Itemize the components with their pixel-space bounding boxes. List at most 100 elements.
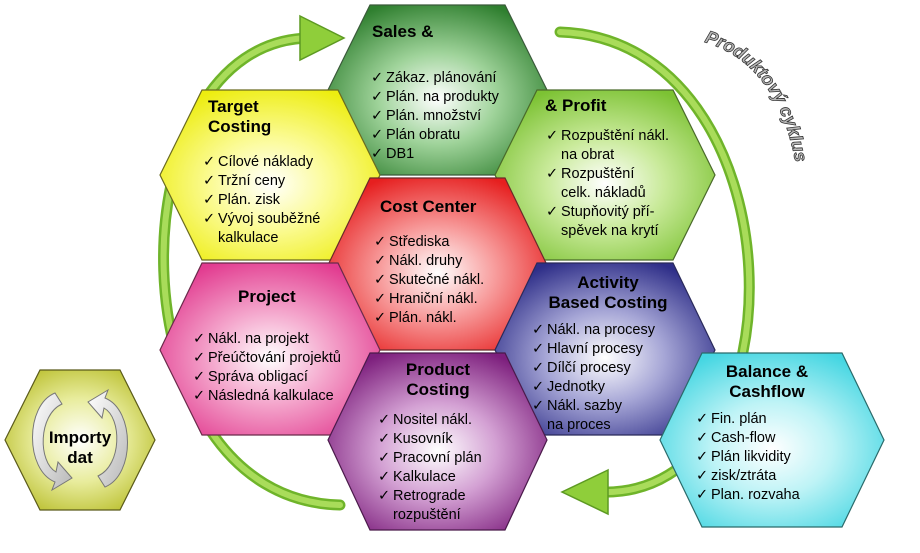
list-item: ✓Kusovník bbox=[378, 431, 453, 447]
check-icon: ✓ bbox=[696, 468, 709, 484]
cost-title: Cost Center bbox=[380, 197, 477, 216]
swirl-arrow-right-icon bbox=[87, 388, 128, 488]
check-icon: ✓ bbox=[203, 211, 216, 227]
list-item: ✓Stupňovitý pří- spěvek na krytí bbox=[546, 204, 659, 239]
check-icon: ✓ bbox=[203, 192, 216, 208]
profit-title: & Profit bbox=[545, 96, 607, 115]
target-list: ✓Cílové náklady ✓Tržní ceny ✓Plán. zisk … bbox=[203, 153, 320, 248]
cycle-arrowhead-top bbox=[299, 14, 346, 62]
list-item: ✓Hraniční nákl. bbox=[374, 291, 478, 307]
list-item: ✓Plán likvidity bbox=[696, 449, 791, 465]
activity-title: Activity Based Costing bbox=[548, 273, 668, 312]
profit-list: ✓Rozpuštění nákl. na obrat ✓Rozpuštění c… bbox=[546, 127, 669, 241]
activity-list: ✓Nákl. na procesy ✓Hlavní procesy ✓Dílčí… bbox=[532, 321, 655, 435]
list-item: ✓Plan. rozvaha bbox=[696, 487, 800, 503]
list-item: ✓Plán. množství bbox=[371, 108, 482, 124]
check-icon: ✓ bbox=[546, 128, 559, 144]
list-item: ✓Správa obligací bbox=[193, 369, 308, 385]
check-icon: ✓ bbox=[374, 310, 387, 326]
list-item: ✓Nákl. na projekt bbox=[193, 331, 309, 347]
list-item: ✓Rozpuštění celk. nákladů bbox=[546, 166, 646, 201]
check-icon: ✓ bbox=[374, 253, 387, 269]
list-item: ✓Cash-flow bbox=[696, 430, 776, 446]
list-item: ✓Fin. plán bbox=[696, 411, 767, 427]
check-icon: ✓ bbox=[371, 127, 384, 143]
check-icon: ✓ bbox=[374, 234, 387, 250]
list-item: ✓Zákaz. plánování bbox=[371, 70, 497, 86]
list-item: ✓Plán obratu bbox=[371, 127, 461, 143]
list-item: ✓Retrograde rozpuštění bbox=[378, 488, 466, 523]
list-item: ✓Cílové náklady bbox=[203, 154, 314, 170]
check-icon: ✓ bbox=[371, 146, 384, 162]
check-icon: ✓ bbox=[378, 450, 391, 466]
check-icon: ✓ bbox=[193, 388, 206, 404]
list-item: ✓Dílčí procesy bbox=[532, 360, 631, 376]
hex-balance bbox=[659, 352, 885, 528]
list-item: ✓Kalkulace bbox=[378, 469, 456, 485]
hex-project bbox=[159, 262, 381, 436]
cycle-arrowhead-bottom bbox=[560, 468, 609, 516]
check-icon: ✓ bbox=[378, 469, 391, 485]
check-icon: ✓ bbox=[696, 430, 709, 446]
list-item: ✓Nákl. na procesy bbox=[532, 322, 655, 338]
cycle-arrow-top-inner bbox=[160, 35, 343, 508]
list-item: ✓Nositel nákl. bbox=[378, 412, 472, 428]
check-icon: ✓ bbox=[532, 341, 545, 357]
check-icon: ✓ bbox=[532, 322, 545, 338]
check-icon: ✓ bbox=[532, 398, 545, 414]
list-item: ✓DB1 bbox=[371, 146, 415, 162]
check-icon: ✓ bbox=[203, 173, 216, 189]
sales-list: ✓Zákaz. plánování ✓Plán. na produkty ✓Pl… bbox=[371, 69, 499, 164]
check-icon: ✓ bbox=[378, 431, 391, 447]
cycle-label: Produktový cyklus bbox=[702, 30, 811, 164]
list-item: ✓Nákl. druhy bbox=[374, 253, 463, 269]
list-item: ✓Plán. na produkty bbox=[371, 89, 499, 105]
check-icon: ✓ bbox=[378, 488, 391, 504]
check-icon: ✓ bbox=[374, 272, 387, 288]
import-title: Importy dat bbox=[48, 428, 112, 467]
check-icon: ✓ bbox=[532, 360, 545, 376]
balance-title: Balance & Cashflow bbox=[725, 362, 809, 401]
product-title: Product Costing bbox=[405, 360, 471, 399]
list-item: ✓Přeúčtování projektů bbox=[193, 350, 341, 366]
list-item: ✓Pracovní plán bbox=[378, 450, 482, 466]
cycle-label-text: Produktový cyklus bbox=[702, 30, 811, 164]
check-icon: ✓ bbox=[532, 379, 545, 395]
check-icon: ✓ bbox=[696, 411, 709, 427]
check-icon: ✓ bbox=[203, 154, 216, 170]
hex-product bbox=[327, 352, 548, 531]
list-item: ✓Nákl. sazby na proces bbox=[532, 398, 622, 433]
list-item: ✓Střediska bbox=[374, 234, 450, 250]
project-list: ✓Nákl. na projekt ✓Přeúčtování projektů … bbox=[193, 330, 341, 406]
check-icon: ✓ bbox=[193, 331, 206, 347]
sales-title: Sales & bbox=[372, 22, 434, 41]
list-item: ✓Plán. zisk bbox=[203, 192, 281, 208]
list-item: ✓Plán. nákl. bbox=[374, 310, 457, 326]
check-icon: ✓ bbox=[371, 89, 384, 105]
check-icon: ✓ bbox=[374, 291, 387, 307]
check-icon: ✓ bbox=[371, 108, 384, 124]
check-icon: ✓ bbox=[546, 166, 559, 182]
svg-text:Produktový cyklus: Produktový cyklus bbox=[703, 30, 811, 163]
check-icon: ✓ bbox=[696, 487, 709, 503]
list-item: ✓Hlavní procesy bbox=[532, 341, 643, 357]
list-item: ✓Jednotky bbox=[532, 379, 606, 395]
check-icon: ✓ bbox=[193, 350, 206, 366]
list-item: ✓Rozpuštění nákl. na obrat bbox=[546, 128, 670, 163]
check-icon: ✓ bbox=[193, 369, 206, 385]
list-item: ✓Vývoj souběžné kalkulace bbox=[203, 211, 321, 246]
target-title: Target Costing bbox=[208, 97, 272, 136]
check-icon: ✓ bbox=[546, 204, 559, 220]
list-item: ✓Následná kalkulace bbox=[193, 388, 334, 404]
list-item: ✓zisk/ztráta bbox=[696, 468, 777, 484]
check-icon: ✓ bbox=[378, 412, 391, 428]
list-item: ✓Skutečné nákl. bbox=[374, 272, 485, 288]
swirl-arrow-left-icon bbox=[32, 392, 73, 492]
list-item: ✓Tržní ceny bbox=[203, 173, 286, 189]
hex-target bbox=[159, 89, 381, 261]
cost-list: ✓Střediska ✓Nákl. druhy ✓Skutečné nákl. … bbox=[374, 233, 484, 328]
check-icon: ✓ bbox=[696, 449, 709, 465]
project-title: Project bbox=[238, 287, 296, 306]
product-list: ✓Nositel nákl. ✓Kusovník ✓Pracovní plán … bbox=[378, 411, 482, 525]
